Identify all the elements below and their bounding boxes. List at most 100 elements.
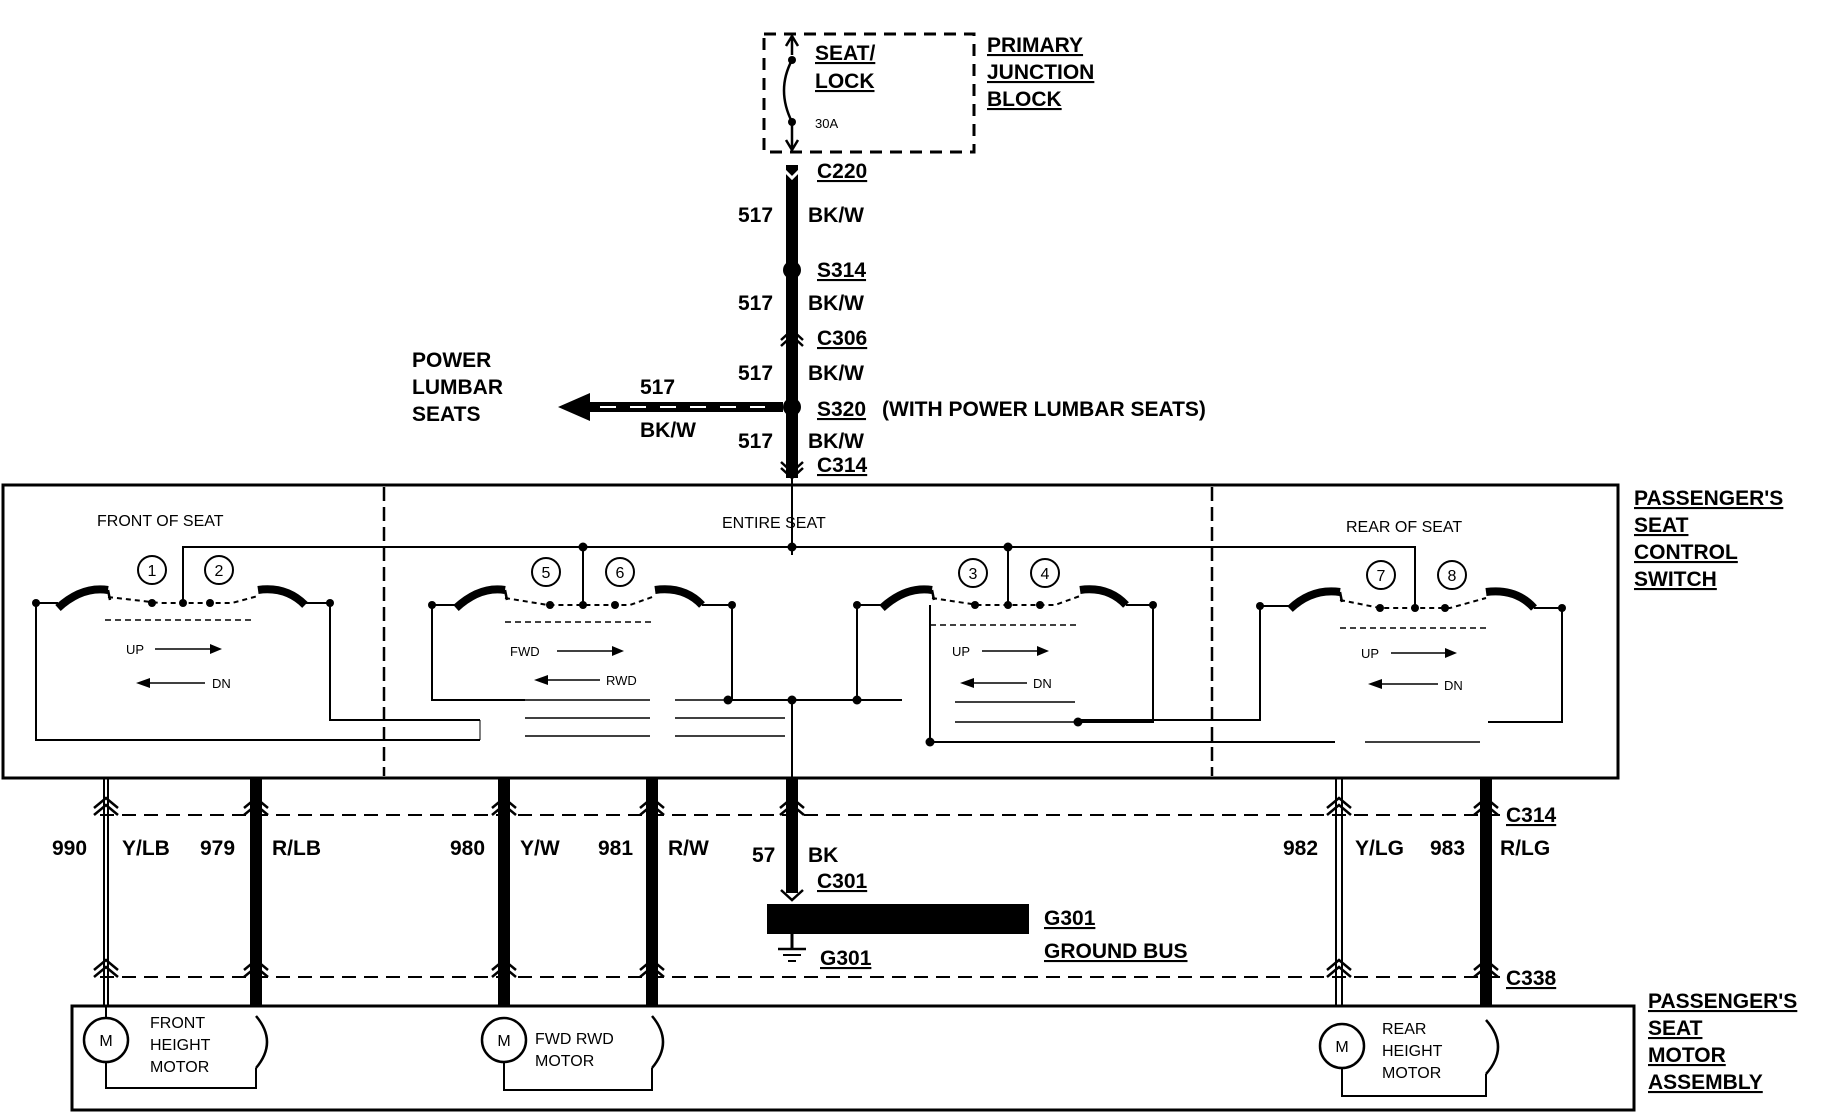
rear-height-switch: 7 8 UP DN (1256, 560, 1566, 743)
wire-983-color: R/LG (1500, 837, 1550, 860)
switch-label-line4: SWITCH (1634, 568, 1717, 591)
ground-wire-color: BK (808, 844, 838, 867)
lumbar-label-line3: SEATS (412, 403, 480, 426)
front-height-motor: M FRONT HEIGHT MOTOR (82, 1006, 269, 1089)
rear-height-motor: M REAR HEIGHT MOTOR (1318, 1019, 1500, 1097)
power-lumbar-branch: POWER LUMBAR SEATS 517 BK/W (412, 349, 783, 442)
splice-s320-dot (783, 398, 801, 416)
switch-label-line2: SEAT (1634, 514, 1689, 537)
pin-6: 6 (616, 565, 625, 582)
pin-4: 4 (1041, 566, 1050, 583)
front-motor-symbol: M (99, 1033, 112, 1050)
lumbar-arrow-icon (558, 393, 590, 421)
output-harness: 990 Y/LB 979 R/LB 980 Y/W 981 R/W 57 BK … (52, 778, 1557, 1006)
section-rear-of-seat: REAR OF SEAT (1346, 519, 1462, 536)
fuse-icon (782, 59, 794, 123)
lumbar-color: BK/W (640, 419, 696, 442)
switch-label-line3: CONTROL (1634, 541, 1738, 564)
feed-circuit-1: 517 (738, 204, 773, 227)
splice-s314: S314 (817, 259, 866, 282)
wire-983-circuit: 983 (1430, 837, 1465, 860)
fwd-rwd-motor: M FWD RWD MOTOR (480, 1015, 665, 1091)
rear-motor-symbol: M (1335, 1039, 1348, 1056)
front-height-switch: 1 2 UP DN (32, 555, 480, 741)
dir-dn-1: DN (212, 676, 231, 691)
ground-bus-id: G301 (1044, 907, 1096, 930)
feed-color-3: BK/W (808, 362, 864, 385)
dir-dn-3: DN (1444, 678, 1463, 693)
fuse-name-line1: SEAT/ (815, 42, 875, 65)
motor-assembly-label-line2: SEAT (1648, 1017, 1703, 1040)
connector-c314-bottom: C314 (1506, 804, 1557, 827)
seat-motor-assembly: M FRONT HEIGHT MOTOR M FWD RWD MOTOR M R… (70, 990, 1797, 1112)
rear-motor-line2: HEIGHT (1382, 1043, 1443, 1060)
front-motor-line1: FRONT (150, 1015, 205, 1032)
center-height-switch: 3 4 UP DN (853, 558, 1335, 747)
connector-c338: C338 (1506, 967, 1557, 990)
pin-5: 5 (542, 565, 551, 582)
splice-s314-dot (783, 261, 801, 279)
ground-bus: G301 GROUND BUS G301 (767, 889, 1188, 970)
ground-bus-label: GROUND BUS (1044, 940, 1188, 963)
feed-color-2: BK/W (808, 292, 864, 315)
rear-motor-line3: MOTOR (1382, 1065, 1441, 1082)
wire-981-color: R/W (668, 837, 709, 860)
pin-2: 2 (215, 563, 224, 580)
fuse-name-line2: LOCK (815, 70, 875, 93)
dir-up-2: UP (952, 644, 970, 659)
connector-c306: C306 (817, 327, 867, 350)
splice-s320: S320 (817, 398, 866, 421)
ground-id: G301 (820, 947, 872, 970)
dir-up-3: UP (1361, 646, 1379, 661)
pin-8: 8 (1448, 568, 1457, 585)
section-entire-seat: ENTIRE SEAT (722, 515, 826, 532)
feed-color-4: BK/W (808, 430, 864, 453)
ground-wire-circuit: 57 (752, 844, 775, 867)
wire-980-circuit: 980 (450, 837, 485, 860)
wire-981-circuit: 981 (598, 837, 633, 860)
motor-assembly-label-line4: ASSEMBLY (1648, 1071, 1763, 1094)
primary-junction-block: SEAT/ LOCK 30A PRIMARY JUNCTION BLOCK (762, 32, 1094, 154)
wire-990-circuit: 990 (52, 837, 87, 860)
motor-assembly-label-line3: MOTOR (1648, 1044, 1726, 1067)
wire-982-color: Y/LG (1355, 837, 1404, 860)
fwd-motor-line1: FWD RWD (535, 1031, 614, 1048)
fuse-rating: 30A (815, 116, 838, 131)
front-motor-line3: MOTOR (150, 1059, 209, 1076)
fwd-motor-line2: MOTOR (535, 1053, 594, 1070)
motor-assembly-label-line1: PASSENGER'S (1648, 990, 1797, 1013)
front-motor-line2: HEIGHT (150, 1037, 211, 1054)
junction-label-line2: JUNCTION (987, 61, 1094, 84)
pin-7: 7 (1377, 568, 1386, 585)
feed-circuit-3: 517 (738, 362, 773, 385)
wire-982-circuit: 982 (1283, 837, 1318, 860)
lumbar-label-line2: LUMBAR (412, 376, 503, 399)
dir-rwd: RWD (606, 673, 637, 688)
dir-dn-2: DN (1033, 676, 1052, 691)
wire-979-color: R/LB (272, 837, 321, 860)
fwd-motor-symbol: M (497, 1033, 510, 1050)
seat-control-switch: FRONT OF SEAT ENTIRE SEAT REAR OF SEAT 1… (1, 483, 1783, 780)
feed-circuit-4: 517 (738, 430, 773, 453)
switch-label-line1: PASSENGER'S (1634, 487, 1783, 510)
pin-3: 3 (969, 566, 978, 583)
feed-circuit-2: 517 (738, 292, 773, 315)
connector-c314-top: C314 (817, 454, 868, 477)
connector-c301: C301 (817, 870, 868, 893)
pin-1: 1 (148, 563, 157, 580)
wire-980-color: Y/W (520, 837, 560, 860)
dir-up-1: UP (126, 642, 144, 657)
wire-990-color: Y/LB (122, 837, 170, 860)
junction-label-line3: BLOCK (987, 88, 1062, 111)
fwd-rwd-switch: 5 6 FWD RWD (428, 557, 785, 737)
lumbar-circuit: 517 (640, 376, 675, 399)
junction-label-line1: PRIMARY (987, 34, 1083, 57)
main-feed-wire: C220 517 BK/W S314 517 BK/W C306 517 BK/… (738, 160, 1206, 555)
rear-motor-line1: REAR (1382, 1021, 1426, 1038)
wire-979-circuit: 979 (200, 837, 235, 860)
lumbar-label-line1: POWER (412, 349, 491, 372)
splice-s320-note: (WITH POWER LUMBAR SEATS) (882, 398, 1206, 421)
connector-c220: C220 (817, 160, 867, 183)
feed-color-1: BK/W (808, 204, 864, 227)
